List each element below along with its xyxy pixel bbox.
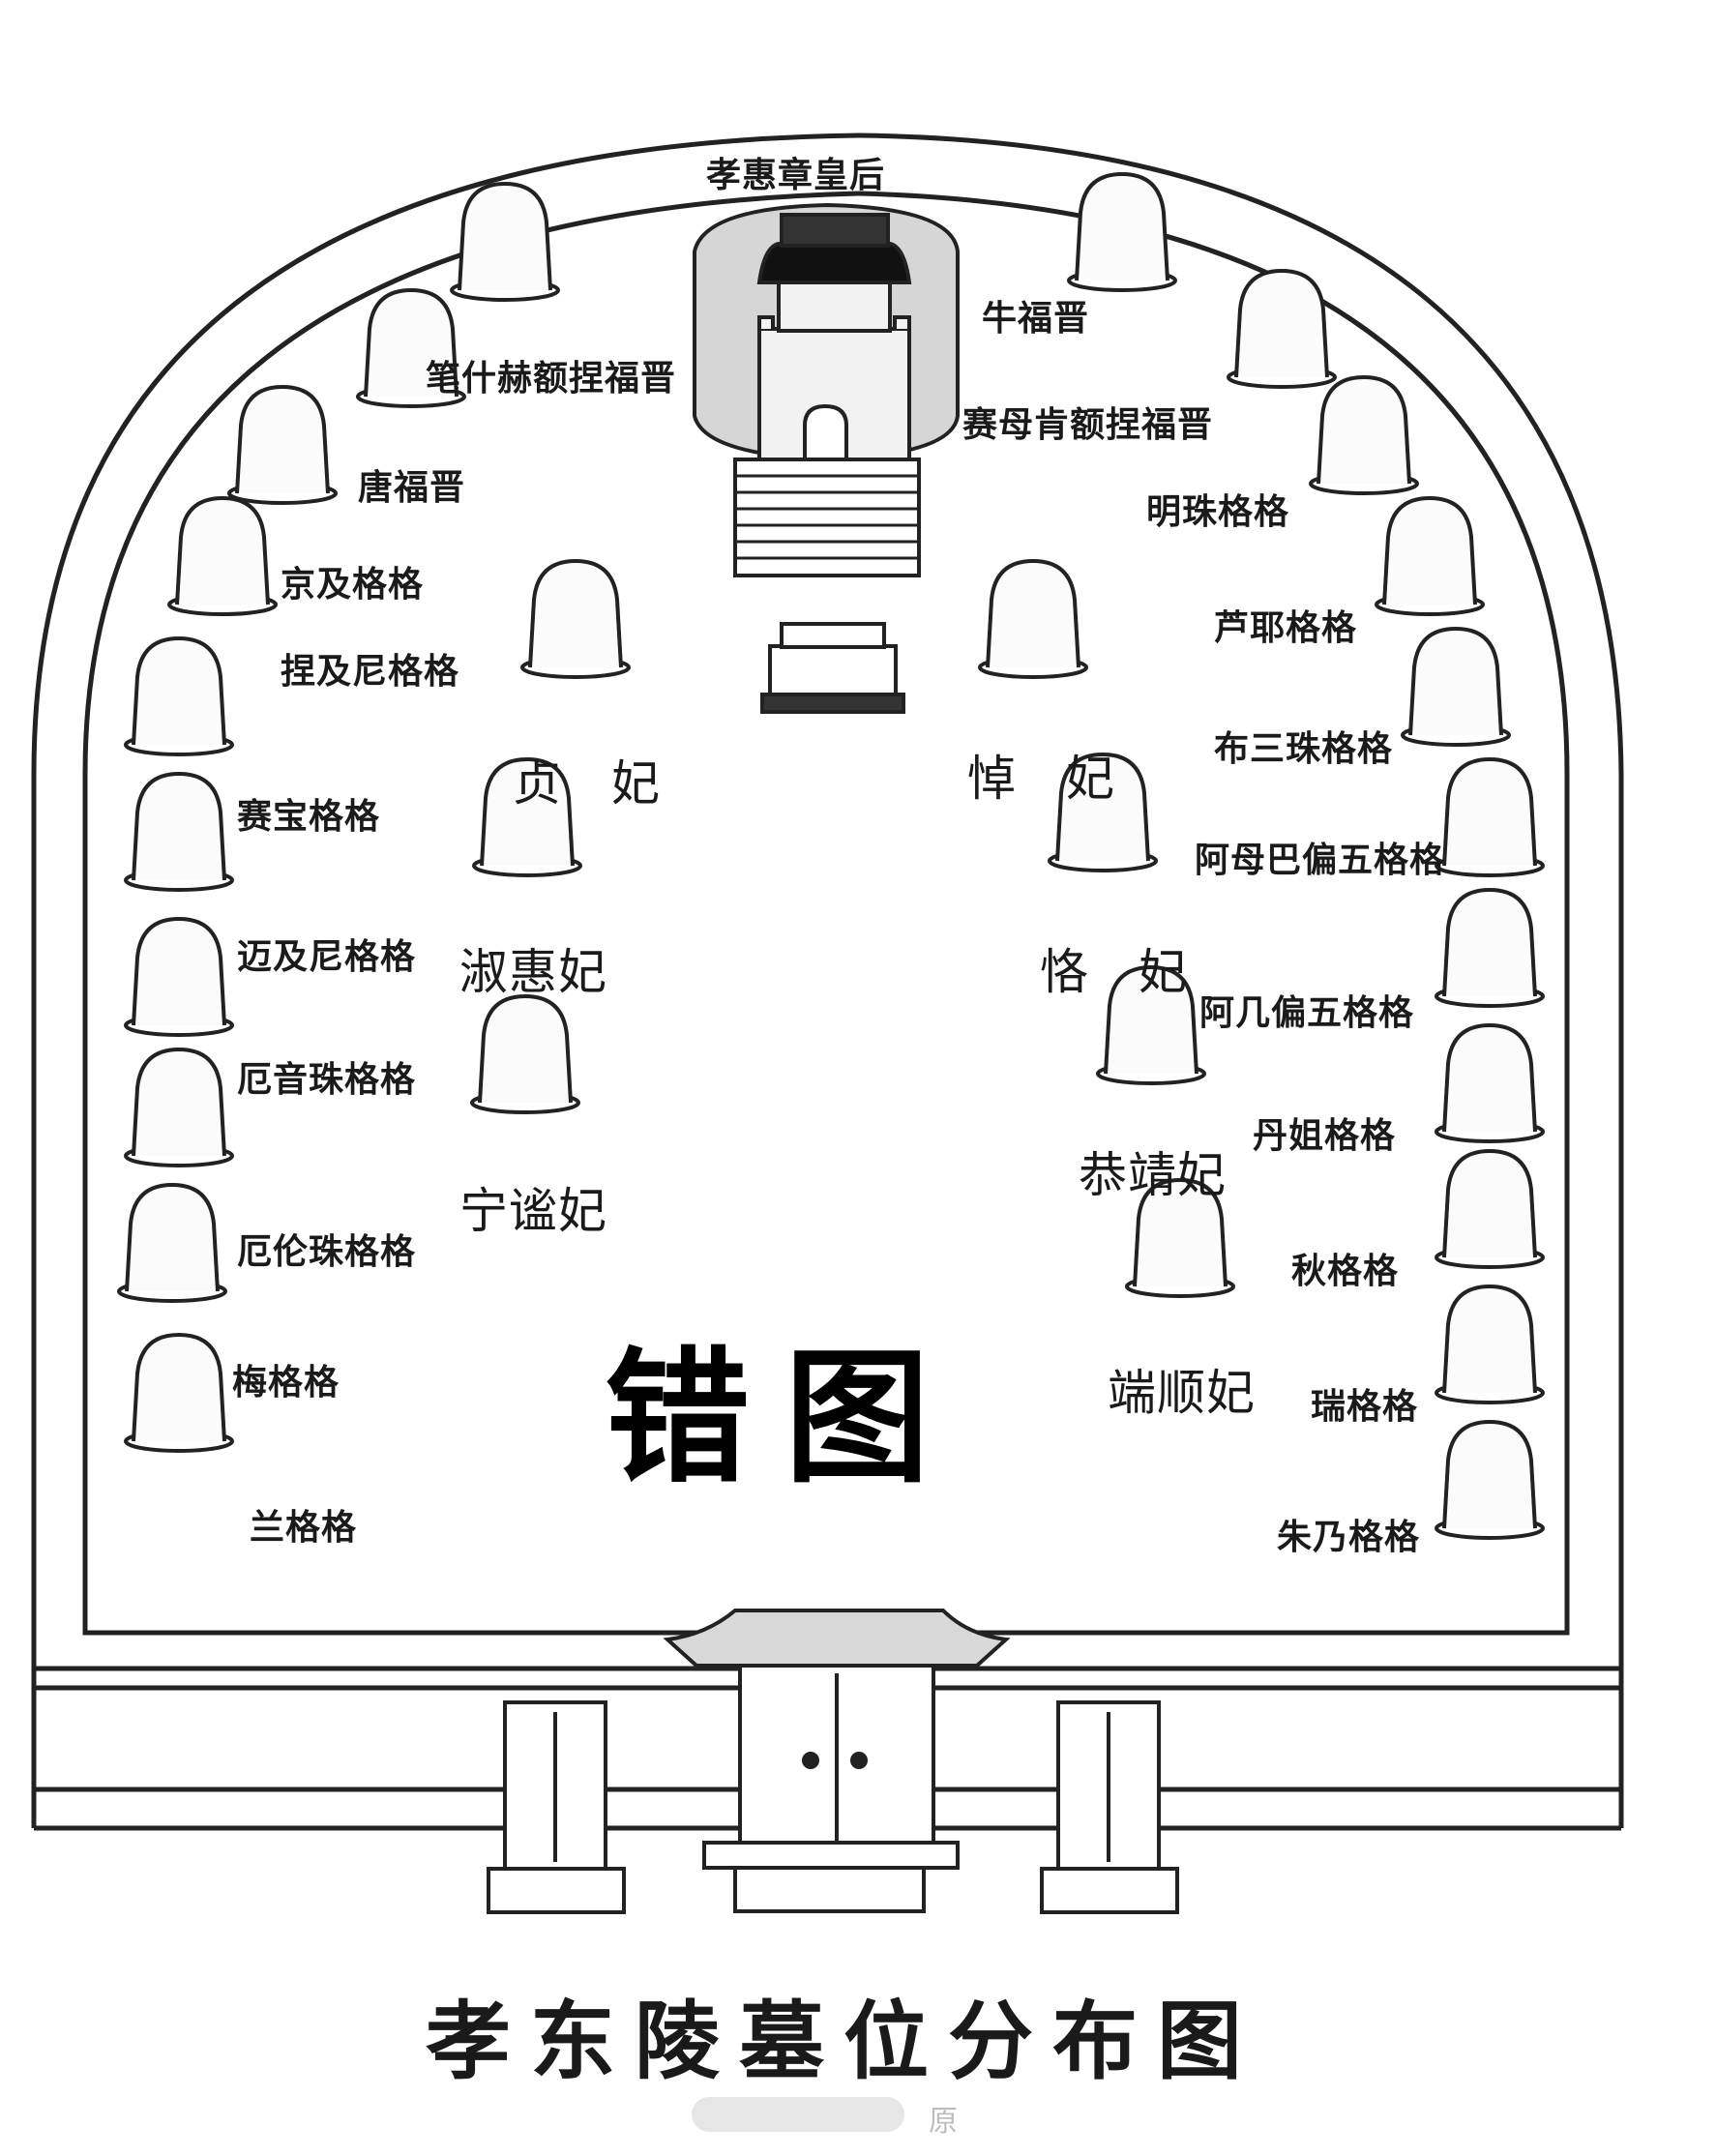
side-gate-left xyxy=(487,1700,626,1914)
burial-mound xyxy=(1067,171,1177,292)
burial-mound xyxy=(1375,495,1485,616)
burial-mound xyxy=(124,1332,234,1453)
label-right-outer-4: 芦耶格格 xyxy=(1214,608,1358,648)
label-left-outer-10: 兰格格 xyxy=(250,1508,358,1548)
label-right-outer-7: 阿几偏五格格 xyxy=(1199,993,1415,1033)
label-left-inner-3: 宁谧妃 xyxy=(459,1183,607,1239)
label-left-outer-5: 赛宝格格 xyxy=(237,797,381,837)
burial-mound xyxy=(1435,1284,1545,1404)
burial-mound xyxy=(124,1047,234,1167)
burial-mound xyxy=(117,1182,227,1303)
inner-arch-wall xyxy=(82,191,1570,1636)
outer-arch-wall xyxy=(31,133,1624,1828)
label-left-outer-2: 唐福晋 xyxy=(358,468,466,508)
label-right-outer-9: 秋格格 xyxy=(1291,1252,1400,1291)
label-left-outer-3: 京及格格 xyxy=(281,565,425,605)
label-left-outer-1: 笔什赫额捏福晋 xyxy=(426,359,677,399)
label-right-outer-3: 明珠格格 xyxy=(1146,492,1290,532)
burial-mound xyxy=(1435,1022,1545,1143)
burial-mound xyxy=(167,495,278,616)
burial-mound xyxy=(1096,964,1206,1085)
label-right-outer-8: 丹姐格格 xyxy=(1253,1116,1397,1156)
error-stamp: 错图 xyxy=(605,1335,965,1503)
label-left-outer-7: 厄音珠格格 xyxy=(237,1060,417,1100)
label-right-outer-2: 赛母肯额捏福晋 xyxy=(962,405,1214,445)
burial-mound xyxy=(1435,756,1545,877)
label-right-outer-5: 布三珠格格 xyxy=(1214,729,1394,769)
burial-mound xyxy=(124,916,234,1037)
burial-mound xyxy=(1435,1419,1545,1540)
label-left-inner-1: 贞 妃 xyxy=(513,755,661,812)
burial-mound xyxy=(124,771,234,892)
label-right-outer-1: 牛福晋 xyxy=(982,299,1090,339)
burial-mound xyxy=(470,993,580,1114)
empress-label: 孝惠章皇后 xyxy=(706,156,886,195)
burial-mound xyxy=(1435,887,1545,1008)
label-right-inner-4: 端顺妃 xyxy=(1108,1365,1256,1421)
label-right-inner-2: 恪 妃 xyxy=(1040,944,1188,1000)
burial-mound xyxy=(1048,752,1158,872)
burial-mound xyxy=(978,558,1088,679)
altar xyxy=(760,622,905,714)
burial-mound xyxy=(1125,1177,1235,1298)
side-gate-right xyxy=(1040,1700,1179,1914)
burial-mound xyxy=(1309,374,1419,495)
label-right-outer-10: 瑞格格 xyxy=(1311,1387,1419,1427)
corner-mark: 原 xyxy=(929,2105,958,2139)
label-right-outer-6: 阿母巴偏五格格 xyxy=(1195,841,1446,880)
burial-mound xyxy=(1435,1148,1545,1269)
label-right-outer-11: 朱乃格格 xyxy=(1277,1518,1421,1557)
label-right-inner-1: 悼 妃 xyxy=(967,751,1115,807)
diagram-caption: 孝东陵墓位分布图 xyxy=(426,1991,1262,2091)
burial-mound xyxy=(472,756,582,877)
empress-tomb xyxy=(693,202,960,577)
burial-mound xyxy=(1401,626,1511,747)
label-left-inner-2: 淑惠妃 xyxy=(459,944,607,1000)
burial-mound xyxy=(450,181,560,302)
burial-mound xyxy=(124,635,234,756)
main-gate xyxy=(663,1609,1011,1913)
blurred-text-bar xyxy=(692,2097,904,2132)
label-left-outer-9: 梅格格 xyxy=(232,1363,340,1403)
burial-mound xyxy=(520,558,631,679)
label-left-outer-4: 捏及尼格格 xyxy=(281,652,460,692)
burial-mound xyxy=(1227,268,1337,389)
burial-mound xyxy=(227,384,338,505)
burial-mound xyxy=(356,287,466,408)
label-left-outer-6: 迈及尼格格 xyxy=(237,937,417,977)
label-right-inner-3: 恭靖妃 xyxy=(1079,1147,1227,1203)
label-left-outer-8: 厄伦珠格格 xyxy=(237,1232,417,1272)
